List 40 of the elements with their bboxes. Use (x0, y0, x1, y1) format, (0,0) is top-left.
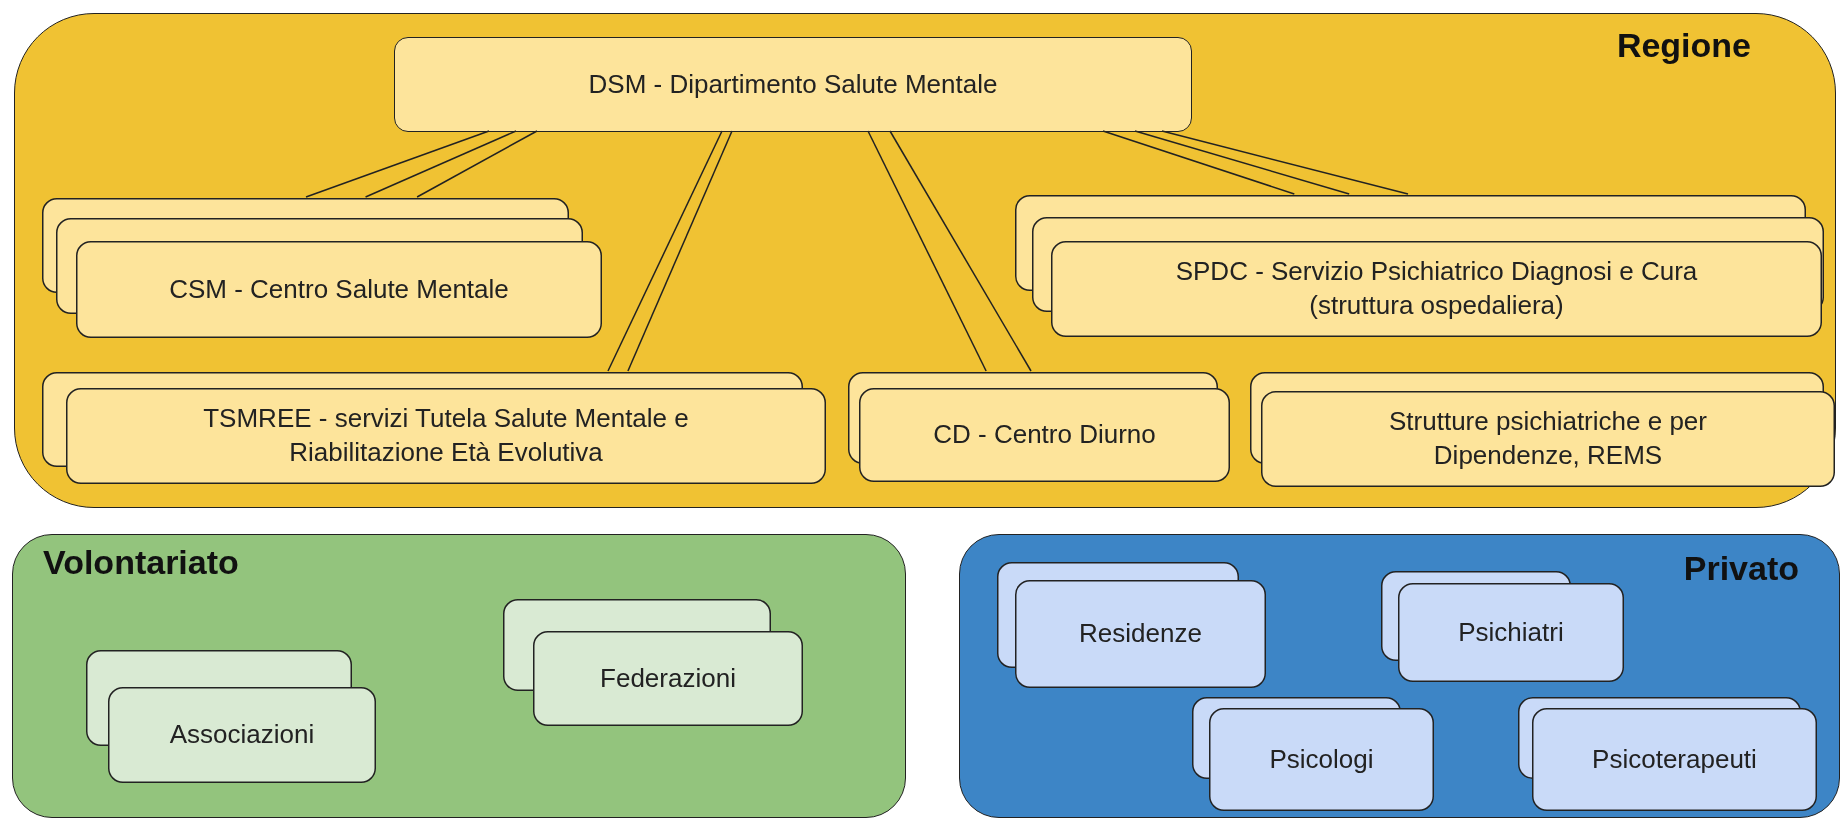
box-label: Psicologi (1269, 742, 1374, 776)
stacked-service-box (848, 372, 1230, 482)
stacked-service-box (503, 599, 803, 726)
box-label: SPDC - Servizio Psichiatrico Diagnosi e Cura (struttura ospedaliera) (1174, 255, 1699, 322)
group-panel (12, 534, 906, 818)
stacked-service-box (1015, 195, 1824, 337)
box-label: Residenze (1079, 617, 1202, 651)
stacked-service-box (1381, 571, 1624, 682)
connector-line (305, 130, 490, 198)
box-label: Associazioni (169, 718, 315, 752)
group-panel (14, 13, 1836, 508)
connector-line (607, 130, 723, 372)
stacked-service-box (86, 650, 376, 783)
panel-title: Privato (1683, 549, 1799, 588)
stacked-service-box (1518, 697, 1817, 811)
box-label: Psicoterapeuti (1592, 742, 1757, 776)
box-label: Psichiatri (1458, 615, 1564, 649)
service-box (394, 37, 1192, 132)
stacked-service-box (42, 372, 826, 484)
connector-line (627, 130, 733, 372)
box-label: CSM - Centro Salute Mentale (169, 272, 509, 306)
connector-line (1102, 130, 1296, 195)
stacked-service-box (42, 198, 602, 338)
panel-title: Regione (1616, 26, 1751, 65)
connector-line (416, 130, 538, 198)
group-panel (959, 534, 1840, 818)
stacked-service-box (1250, 372, 1835, 487)
box-label: Strutture psichiatriche e per Dipendenze, REMS (1388, 405, 1708, 472)
stacked-service-box (1192, 697, 1434, 811)
connector-line (867, 130, 987, 372)
box-label: Federazioni (600, 661, 736, 695)
panel-title: Volontariato (43, 543, 239, 582)
stacked-service-box (997, 562, 1266, 688)
box-label: DSM - Dipartimento Salute Mentale (588, 67, 998, 101)
connector-line (1134, 130, 1350, 195)
connector-line (364, 130, 517, 198)
connector-line (1161, 130, 1409, 195)
box-label: TSMREE - servizi Tutela Salute Mentale e Riabilitazione Età Evolutiva (202, 402, 690, 469)
connector-line (889, 130, 1032, 372)
box-label: CD - Centro Diurno (933, 418, 1156, 452)
